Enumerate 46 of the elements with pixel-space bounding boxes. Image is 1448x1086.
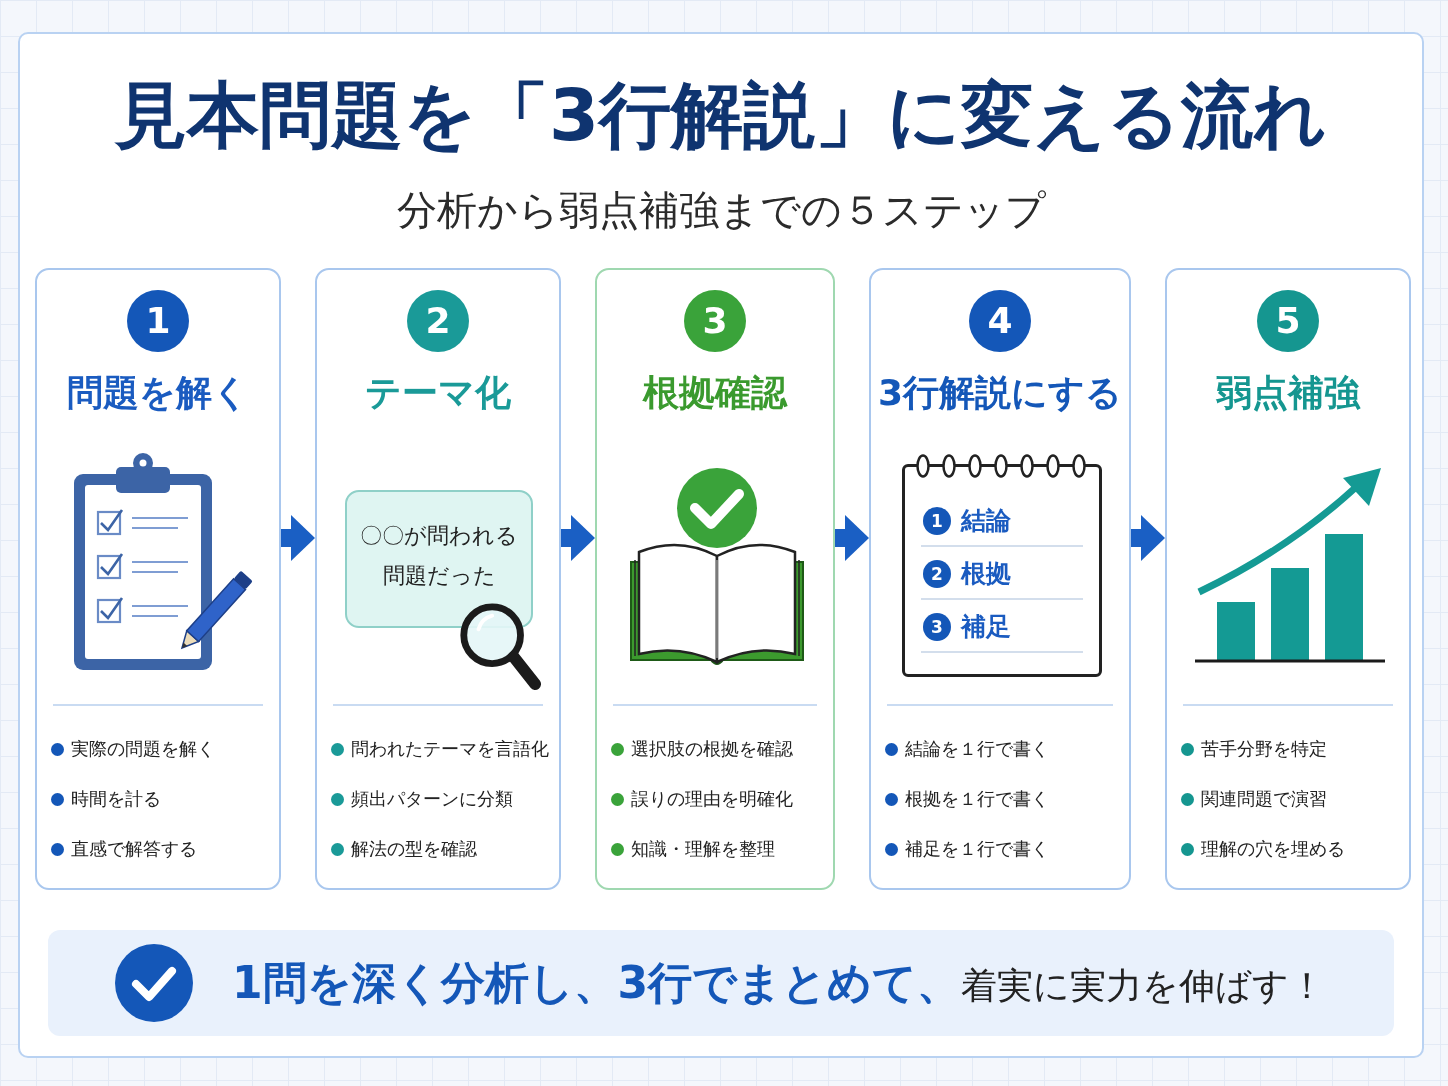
bullet-text: 関連問題で演習 xyxy=(1201,787,1327,811)
step-number: 4 xyxy=(969,290,1031,352)
list-number: 3 xyxy=(923,613,951,641)
subtitle: 分析から弱点補強までの５ステップ xyxy=(396,186,1046,234)
step-number: 3 xyxy=(684,290,746,352)
bullet-text: 直感で解答する xyxy=(71,837,197,861)
bullet-text: 実際の問題を解く xyxy=(71,737,215,761)
step-number: 5 xyxy=(1257,290,1319,352)
bullet-text: 知識・理解を整理 xyxy=(631,837,775,861)
bullet-text: 根拠を１行で書く xyxy=(905,787,1049,811)
bullet-text: 頻出パターンに分類 xyxy=(351,787,513,811)
arrow xyxy=(1131,515,1165,561)
list-number: 2 xyxy=(923,560,951,588)
step-card xyxy=(869,268,1131,890)
summary-banner xyxy=(48,930,1394,1036)
step-card xyxy=(595,268,835,890)
bullet-text: 苦手分野を特定 xyxy=(1201,737,1327,761)
bullet-text: 誤りの理由を明確化 xyxy=(631,787,793,811)
arrow xyxy=(281,515,315,561)
step-card xyxy=(35,268,281,890)
step-card xyxy=(1165,268,1411,890)
step-title: テーマ化 xyxy=(365,371,511,415)
step-number: 1 xyxy=(127,290,189,352)
step-title: 弱点補強 xyxy=(1216,371,1360,415)
title-heading: 見本問題を「3行解説」に変える流れ xyxy=(114,72,1328,159)
arrow xyxy=(561,515,595,561)
note-card xyxy=(345,490,533,628)
step-title: 3行解説にする xyxy=(877,371,1123,415)
bullet-text: 結論を１行で書く xyxy=(905,737,1049,761)
list-item-text: 結論 xyxy=(961,505,1011,537)
bullet-text: 時間を計る xyxy=(71,787,161,811)
bullet-text: 補足を１行で書く xyxy=(905,837,1049,861)
list-number: 1 xyxy=(923,507,951,535)
list-item-text: 補足 xyxy=(961,611,1011,643)
bullet-text: 選択肢の根拠を確認 xyxy=(631,737,793,761)
summary-text: 1問を深く分析し、3行でまとめて、着実に実力を伸ばす！ xyxy=(232,956,1326,1010)
bullet-text: 理解の穴を埋める xyxy=(1201,837,1345,861)
bullet-text: 問われたテーマを言語化 xyxy=(351,737,549,761)
list-item-text: 根拠 xyxy=(961,558,1011,590)
bullet-text: 解法の型を確認 xyxy=(351,837,477,861)
step-title: 問題を解く xyxy=(67,371,249,415)
arrow xyxy=(835,515,869,561)
step-title: 根拠確認 xyxy=(643,371,787,415)
step-card xyxy=(315,268,561,890)
note-text: 〇〇が問われる問題だった xyxy=(359,522,519,590)
step-number: 2 xyxy=(407,290,469,352)
